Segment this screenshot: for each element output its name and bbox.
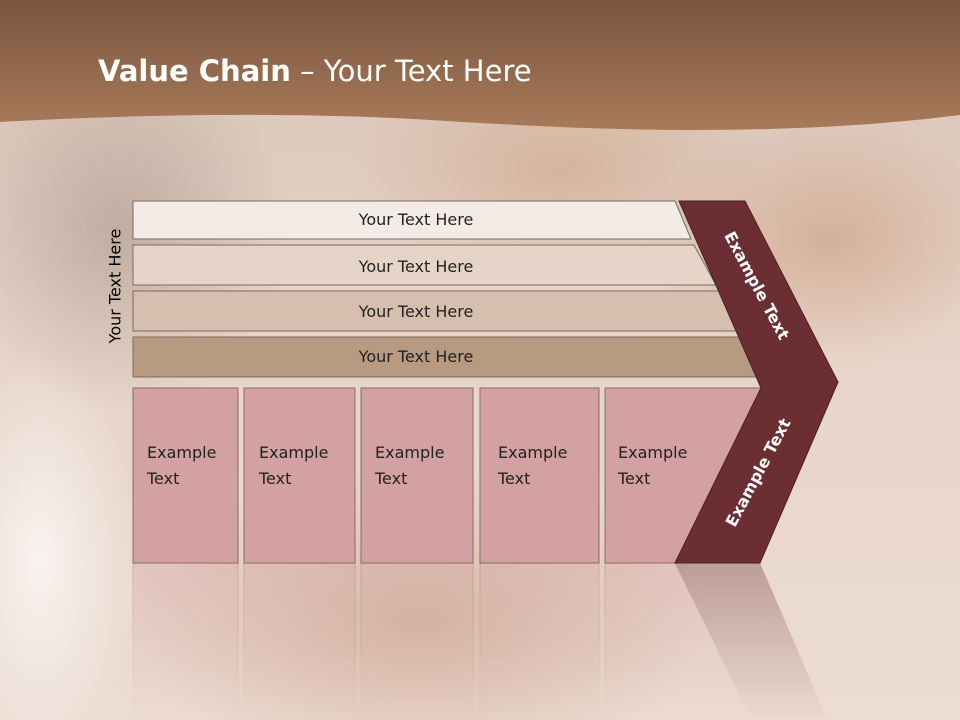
primary-box-4 — [479, 387, 600, 564]
support-row-label: Your Text Here — [358, 210, 474, 229]
primary-box-text: Text — [146, 469, 179, 488]
primary-box-text: Text — [258, 469, 291, 488]
title-bold: Value Chain — [98, 54, 291, 88]
primary-box-2 — [243, 387, 356, 564]
support-row-label: Your Text Here — [358, 302, 474, 321]
primary-box-text: Example — [618, 443, 687, 462]
support-row-label: Your Text Here — [358, 347, 474, 366]
primary-box-text: Text — [617, 469, 650, 488]
primary-box-text: Text — [374, 469, 407, 488]
primary-box-text: Example — [259, 443, 328, 462]
margin-arrow — [674, 200, 839, 564]
diagram-reflection — [132, 562, 828, 720]
primary-box-text: Example — [375, 443, 444, 462]
title-rest: – Your Text Here — [290, 54, 532, 88]
primary-box-3 — [360, 387, 474, 564]
reflection-box — [479, 562, 600, 720]
reflection-box — [243, 562, 356, 720]
support-row-label: Your Text Here — [358, 257, 474, 276]
header-band — [0, 0, 960, 131]
primary-box-text: Text — [497, 469, 530, 488]
primary-box-text: Example — [147, 443, 216, 462]
primary-box-text: Example — [498, 443, 567, 462]
page-title: Value Chain – Your Text Here — [98, 54, 532, 88]
primary-box-1 — [132, 387, 239, 564]
reflection-box — [132, 562, 239, 720]
reflection-arrow — [675, 563, 828, 720]
reflection-box — [360, 562, 474, 720]
support-row-1-shape — [132, 200, 692, 240]
